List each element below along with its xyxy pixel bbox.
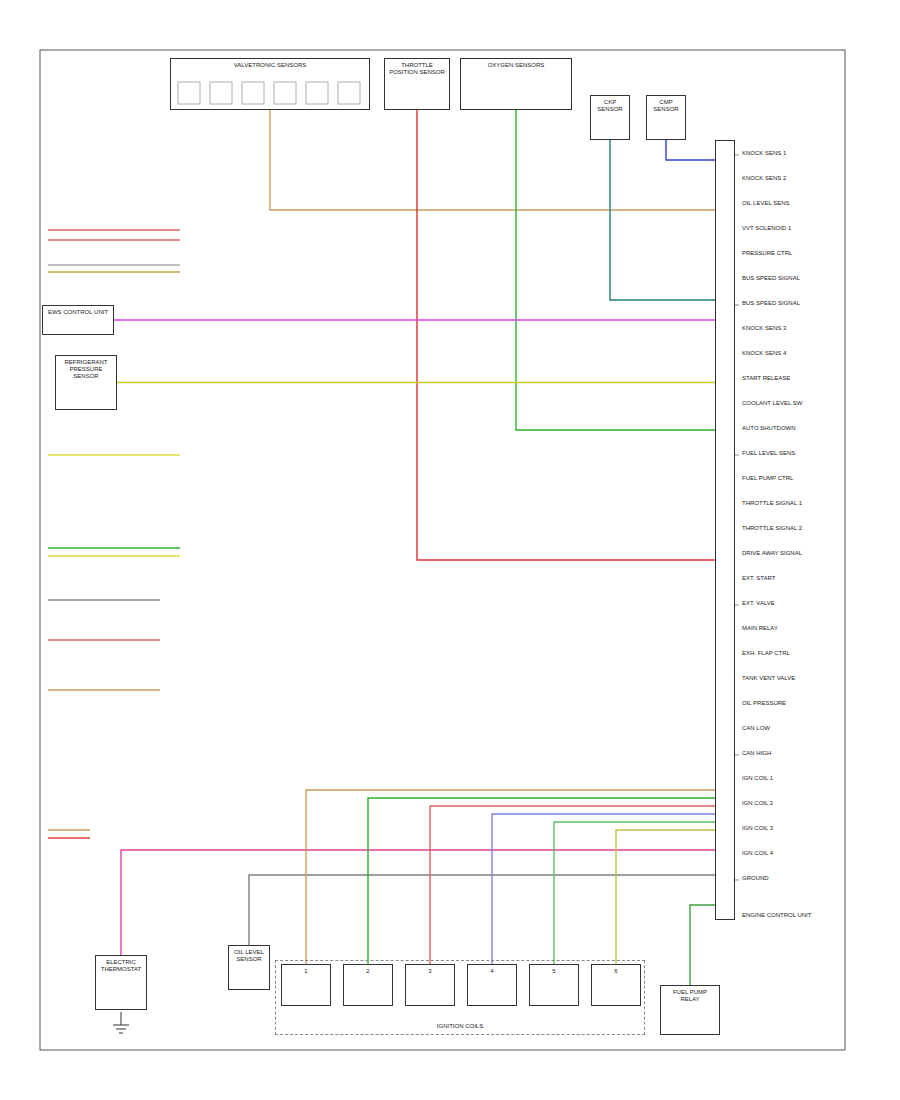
node-label: CMP SENSOR <box>650 99 682 113</box>
wire <box>610 140 715 300</box>
pin-label: OIL PRESSURE <box>742 700 786 707</box>
wire <box>616 830 715 964</box>
pin-label: TANK VENT VALVE <box>742 675 795 682</box>
pin-label: BUS SPEED SIGNAL <box>742 300 800 307</box>
node-label: REFRIGERANT PRESSURE SENSOR <box>59 359 113 381</box>
node-label: 5 <box>552 968 555 975</box>
ignition-coil: 1 <box>281 964 331 1006</box>
sensor-box: THROTTLE POSITION SENSOR <box>384 58 450 110</box>
sensor-subboxes <box>178 82 360 104</box>
pin-label: EXT. START <box>742 575 775 582</box>
wire <box>121 850 715 955</box>
node-label: ELECTRIC THERMOSTAT <box>99 959 143 973</box>
pin-label: IGN COIL 1 <box>742 775 773 782</box>
pin-label: CAN LOW <box>742 725 770 732</box>
pin-label: THROTTLE SIGNAL 2 <box>742 525 802 532</box>
sensor-box: REFRIGERANT PRESSURE SENSOR <box>55 355 117 410</box>
wire <box>417 110 715 560</box>
wire <box>690 905 715 985</box>
pin-label: KNOCK SENS 1 <box>742 150 786 157</box>
node-label: EWS CONTROL UNIT <box>48 309 108 316</box>
node-label: ENGINE CONTROL UNIT <box>742 912 811 919</box>
sensor-group: VALVETRONIC SENSORS <box>170 58 370 110</box>
page-frame <box>40 50 845 1050</box>
wire-stubs <box>48 230 180 838</box>
actuator-box: ELECTRIC THERMOSTAT <box>95 955 147 1010</box>
pin-label: CAN HIGH <box>742 750 771 757</box>
relay-box: FUEL PUMP RELAY <box>660 985 720 1035</box>
ignition-coil: 3 <box>405 964 455 1006</box>
wire <box>554 822 715 964</box>
node-label: IGNITION COILS <box>425 1023 495 1030</box>
pin-label: EXT. VALVE <box>742 600 775 607</box>
ground-symbol <box>113 1012 129 1033</box>
pin-label: GROUND <box>742 875 769 882</box>
wire <box>368 798 715 964</box>
pin-label: KNOCK SENS 2 <box>742 175 786 182</box>
wire <box>270 110 715 210</box>
wire <box>114 319 715 320</box>
node-label: 2 <box>366 968 369 975</box>
pin-label: KNOCK SENS 4 <box>742 350 786 357</box>
pin-label: IGN COIL 2 <box>742 800 773 807</box>
wire <box>430 806 715 964</box>
control-unit: EWS CONTROL UNIT <box>42 305 114 335</box>
sensor-box: OXYGEN SENSORS <box>460 58 572 110</box>
node-label: 6 <box>614 968 617 975</box>
ignition-coil: 6 <box>591 964 641 1006</box>
pin-label: MAIN RELAY <box>742 625 778 632</box>
pin-label: EXH. FLAP CTRL <box>742 650 790 657</box>
node-label: 1 <box>304 968 307 975</box>
node-label: CKP SENSOR <box>594 99 626 113</box>
sensor-box: OIL LEVEL SENSOR <box>228 945 270 990</box>
ecu-pin-ticks <box>735 155 739 880</box>
pin-label: KNOCK SENS 3 <box>742 325 786 332</box>
pin-label: FUEL PUMP CTRL <box>742 475 793 482</box>
wire <box>666 140 715 160</box>
node-label: OIL LEVEL SENSOR <box>232 949 266 963</box>
ignition-coil: 2 <box>343 964 393 1006</box>
node-label: 3 <box>428 968 431 975</box>
pin-label: THROTTLE SIGNAL 1 <box>742 500 802 507</box>
pin-label: FUEL LEVEL SENS <box>742 450 795 457</box>
wire <box>306 790 715 964</box>
node-label: FUEL PUMP RELAY <box>664 989 716 1003</box>
pin-label: IGN COIL 3 <box>742 825 773 832</box>
node-label: VALVETRONIC SENSORS <box>234 62 306 69</box>
node-label: OXYGEN SENSORS <box>488 62 545 69</box>
pin-label: VVT SOLENOID 1 <box>742 225 791 232</box>
control-unit: ENGINE CONTROL UNIT <box>715 140 735 920</box>
pin-label: BUS SPEED SIGNAL <box>742 275 800 282</box>
pin-label: OIL LEVEL SENS <box>742 200 790 207</box>
wire <box>492 814 715 964</box>
node-label: THROTTLE POSITION SENSOR <box>388 62 446 76</box>
pin-label: PRESSURE CTRL <box>742 250 792 257</box>
pin-label: IGN COIL 4 <box>742 850 773 857</box>
pin-label: COOLANT LEVEL SW <box>742 400 802 407</box>
ignition-coil: 5 <box>529 964 579 1006</box>
pin-label: START RELEASE <box>742 375 790 382</box>
wire <box>117 382 715 383</box>
node-label: 4 <box>490 968 493 975</box>
pin-label: DRIVE AWAY SIGNAL <box>742 550 802 557</box>
pin-label: AUTO SHUTDOWN <box>742 425 796 432</box>
sensor-box: CMP SENSOR <box>646 95 686 140</box>
sensor-box: CKP SENSOR <box>590 95 630 140</box>
coil-group: IGNITION COILS 1 2 3 4 5 6 <box>275 960 645 1035</box>
wire <box>249 875 715 945</box>
ignition-coil: 4 <box>467 964 517 1006</box>
